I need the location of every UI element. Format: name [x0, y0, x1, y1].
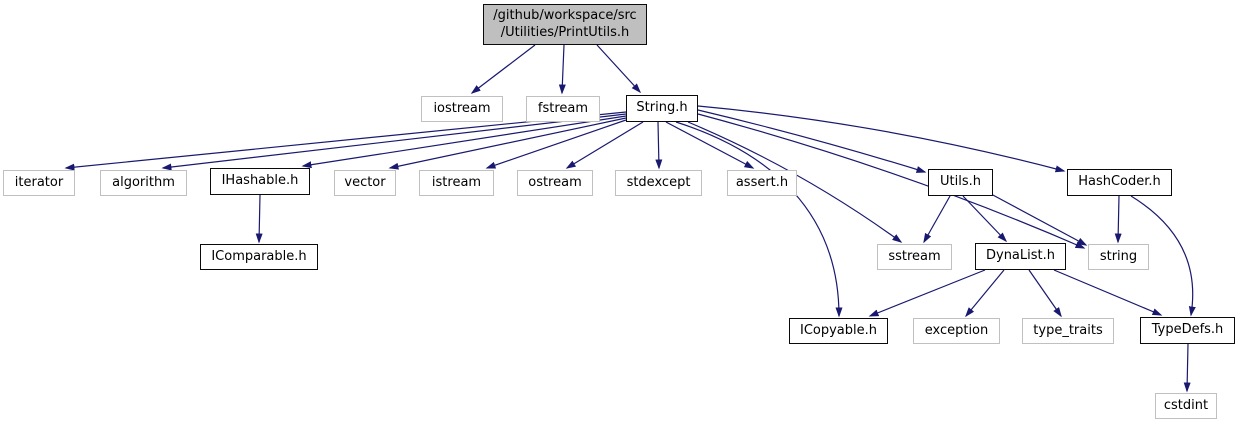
- node-label: exception: [924, 322, 989, 338]
- edge-string_h-vector: [388, 117, 627, 170]
- edge-utils-dynalist: [962, 195, 1008, 243]
- node-label: cstdint: [1163, 397, 1209, 413]
- node-label: iostream: [433, 100, 491, 116]
- node-iterator: iterator: [3, 170, 75, 196]
- edge-main-iostream: [470, 44, 536, 94]
- node-label: IComparable.h: [211, 248, 307, 264]
- node-label: ICopyable.h: [799, 322, 877, 338]
- edge-dynalist-exception: [965, 269, 1005, 318]
- node-label: algorithm: [112, 174, 175, 190]
- node-typedefs[interactable]: TypeDefs.h: [1140, 317, 1235, 344]
- node-dynalist[interactable]: DynaList.h: [975, 243, 1066, 270]
- edge-typedefs-cstdint: [1183, 343, 1191, 393]
- edge-hashcoder-string: [1114, 195, 1122, 244]
- edge-string_h-ostream: [565, 121, 644, 169]
- node-sstream: sstream: [877, 244, 952, 270]
- node-label: sstream: [888, 248, 941, 264]
- node-label: String.h: [636, 100, 688, 116]
- edge-main-fstream: [558, 44, 566, 95]
- node-ihashable[interactable]: IHashable.h: [210, 168, 310, 195]
- node-label: iterator: [14, 174, 64, 190]
- node-label: istream: [431, 174, 482, 190]
- node-string_h[interactable]: String.h: [626, 95, 698, 122]
- node-istream: istream: [419, 170, 494, 196]
- node-hashcoder[interactable]: HashCoder.h: [1067, 169, 1172, 196]
- edge-string_h-algorithm: [161, 113, 627, 171]
- edge-string_h-ihashable: [301, 115, 627, 169]
- node-label: Utils.h: [940, 174, 981, 190]
- node-type_traits: type_traits: [1022, 318, 1114, 344]
- node-label: DynaList.h: [985, 248, 1055, 264]
- node-label: HashCoder.h: [1078, 174, 1161, 190]
- edge-utils-string: [990, 193, 1088, 246]
- node-algorithm: algorithm: [100, 170, 187, 196]
- edge-string_h-assert_h: [665, 121, 755, 169]
- node-stdexcept: stdexcept: [615, 170, 702, 196]
- edge-dynalist-typedefs: [1053, 269, 1163, 316]
- node-label: IHashable.h: [221, 173, 299, 189]
- node-label: assert.h: [735, 174, 789, 190]
- edge-ihashable-icomparable: [255, 194, 263, 244]
- node-label: ostream: [528, 174, 582, 190]
- node-label: type_traits: [1033, 322, 1103, 338]
- node-icomparable[interactable]: IComparable.h: [200, 244, 318, 270]
- node-utils[interactable]: Utils.h: [928, 169, 993, 196]
- node-label: fstream: [537, 100, 589, 116]
- node-cstdint: cstdint: [1155, 393, 1217, 419]
- edge-string_h-utils: [697, 109, 927, 173]
- node-iostream: iostream: [421, 96, 503, 122]
- node-fstream: fstream: [526, 96, 600, 122]
- node-main: /github/workspace/src /Utilities/PrintUt…: [483, 4, 647, 45]
- node-label: /github/workspace/src /Utilities/PrintUt…: [493, 7, 637, 40]
- edge-dynalist-icopyable: [868, 269, 986, 317]
- node-label: string: [1099, 248, 1138, 264]
- node-exception: exception: [913, 318, 1000, 344]
- edge-string_h-hashcoder: [697, 105, 1066, 173]
- node-assert_h: assert.h: [727, 170, 797, 196]
- edge-string_h-icopyable: [675, 121, 843, 318]
- edge-utils-sstream: [923, 195, 951, 244]
- edge-string_h-stdexcept: [655, 121, 663, 170]
- node-ostream: ostream: [517, 170, 593, 196]
- edge-main-string_h: [596, 44, 642, 94]
- node-icopyable[interactable]: ICopyable.h: [789, 318, 888, 344]
- edge-string_h-istream: [485, 119, 627, 169]
- edge-dynalist-type_traits: [1028, 269, 1062, 318]
- node-string: string: [1088, 244, 1149, 270]
- node-label: vector: [344, 174, 386, 190]
- node-label: stdexcept: [626, 174, 691, 190]
- node-label: TypeDefs.h: [1151, 322, 1224, 338]
- node-vector: vector: [334, 170, 396, 196]
